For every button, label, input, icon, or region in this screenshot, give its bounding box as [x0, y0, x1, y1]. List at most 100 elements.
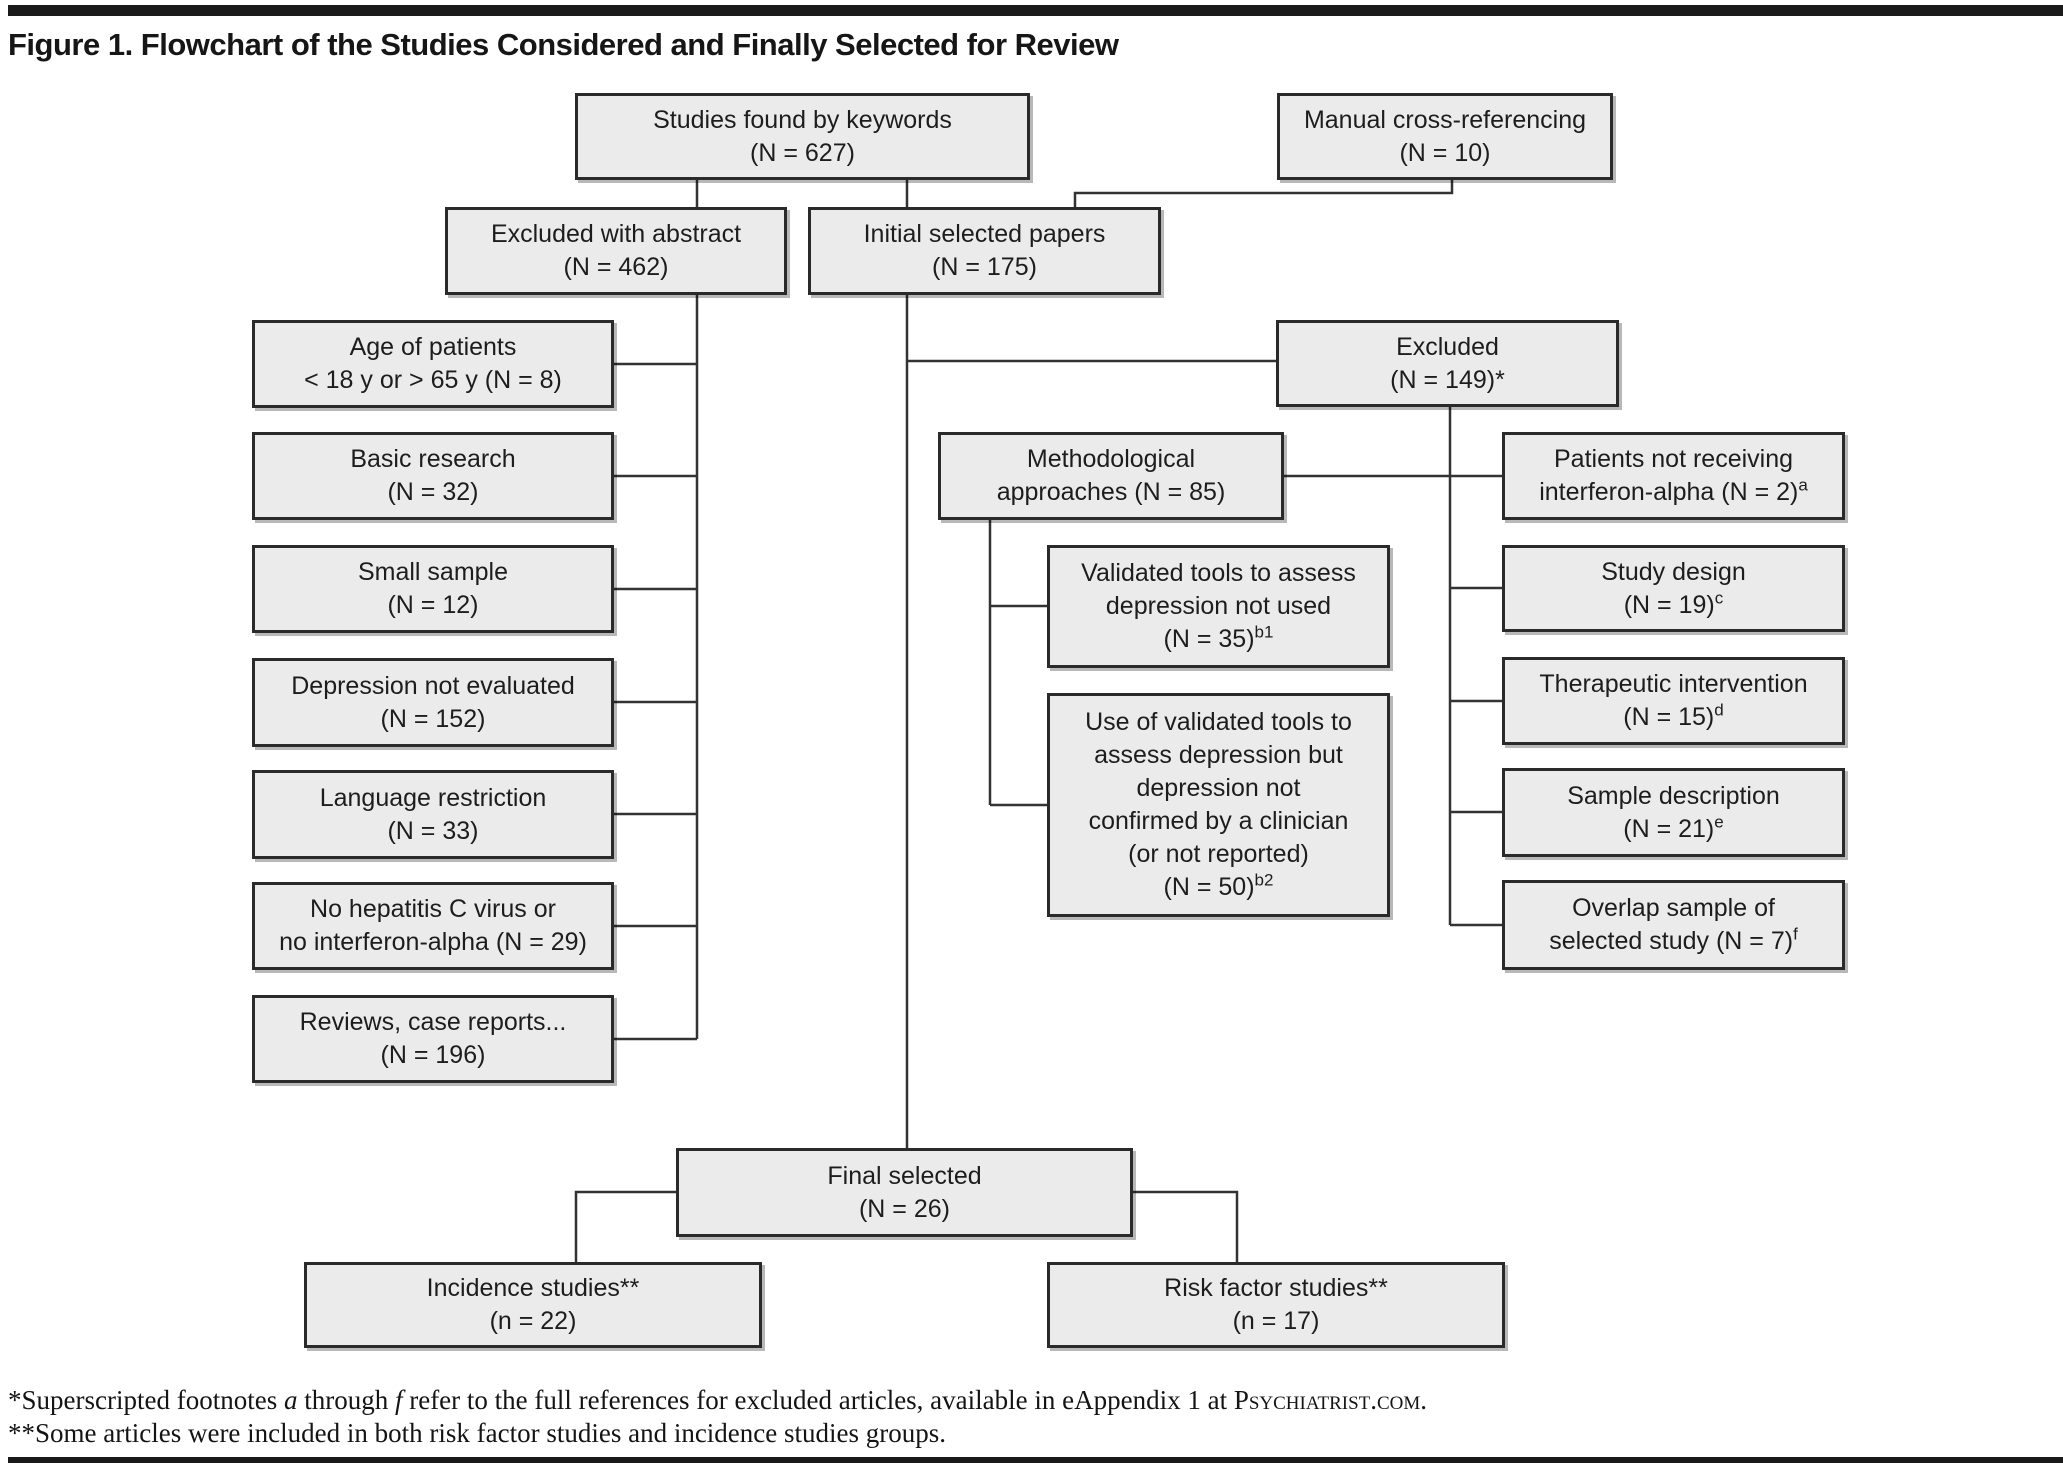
- flow-box-line: Methodological: [1027, 443, 1195, 476]
- flow-box-line: Excluded with abstract: [491, 218, 741, 251]
- flow-box-language-restriction: Language restriction(N = 33): [252, 770, 614, 859]
- flow-box-reviews-case-reports: Reviews, case reports...(N = 196): [252, 995, 614, 1083]
- flow-box-line: selected study (N = 7)f: [1549, 925, 1798, 958]
- flow-box-text: selected study (N = 7): [1549, 927, 1794, 955]
- flow-box-text: (N = 627): [750, 138, 855, 167]
- flow-box-text: Use of validated tools to: [1085, 708, 1352, 736]
- footnote-marker-superscript: b1: [1254, 622, 1274, 642]
- flow-box-text: Study design: [1601, 557, 1746, 586]
- flow-box-line: Studies found by keywords: [653, 104, 952, 137]
- flow-box-text: (N = 462): [563, 253, 669, 281]
- flow-box-line: (n = 17): [1233, 1305, 1320, 1338]
- flow-box-text: depression not: [1136, 774, 1301, 802]
- footnote-segment: a: [283, 1385, 298, 1415]
- connector: [1133, 1190, 1239, 1262]
- flow-box-text: Validated tools to assess: [1081, 559, 1356, 587]
- flow-box-initial-selected-papers: Initial selected papers(N = 175): [808, 207, 1161, 295]
- flow-box-text: (N = 21): [1623, 814, 1715, 843]
- footnote-segment: refer to the full references for exclude…: [402, 1385, 1234, 1415]
- flow-box-text: assess depression but: [1094, 741, 1343, 769]
- footnote-marker-superscript: e: [1714, 812, 1724, 832]
- flow-box-text: (N = 35): [1163, 625, 1255, 653]
- connector: [574, 1190, 676, 1262]
- flow-box-overlap-sample: Overlap sample of selected study (N = 7)f: [1502, 880, 1845, 970]
- flow-box-line: Initial selected papers: [864, 218, 1106, 251]
- flow-box-text: Overlap sample of: [1572, 894, 1775, 922]
- flow-box-line: No hepatitis C virus or: [310, 893, 556, 926]
- flow-box-line: (n = 22): [490, 1305, 577, 1338]
- flow-box-text: interferon-alpha (N = 2): [1539, 478, 1799, 506]
- flow-box-line: Depression not evaluated: [291, 670, 575, 703]
- flow-box-line: approaches (N = 85): [997, 476, 1226, 509]
- flow-box-text: (N = 26): [858, 1194, 950, 1223]
- flow-box-line: Incidence studies**: [427, 1272, 640, 1305]
- flow-box-text: (N = 32): [387, 478, 479, 506]
- flow-box-line: (N = 26): [859, 1193, 950, 1226]
- footnote-segment: *Superscripted footnotes: [8, 1385, 284, 1415]
- flow-box-text: Sample description: [1567, 781, 1780, 810]
- footnote-2: **Some articles were included in both ri…: [8, 1418, 947, 1448]
- flow-box-line: (N = 175): [932, 251, 1037, 284]
- flow-box-text: Incidence studies**: [426, 1274, 640, 1302]
- connector-group: [574, 180, 1502, 1262]
- footnote-1: *Superscripted footnotes a through f ref…: [8, 1384, 1427, 1417]
- flow-box-line: (N = 627): [750, 137, 855, 170]
- flow-box-text: (or not reported): [1128, 840, 1309, 868]
- flow-box-text: confirmed by a clinician: [1088, 807, 1349, 835]
- flow-box-text: (N = 50): [1163, 873, 1255, 901]
- footnote-segment: Psychiatrist.com: [1233, 1385, 1421, 1415]
- flow-box-line: (N = 33): [387, 815, 478, 848]
- flow-box-line: Study design: [1601, 556, 1746, 589]
- flow-box-text: (N = 12): [387, 591, 479, 619]
- footnotes: *Superscripted footnotes a through f ref…: [8, 1384, 1427, 1450]
- flow-box-use-of-validated-tools: Use of validated tools to assess depressi…: [1047, 693, 1390, 917]
- flow-box-text: (N = 149)*: [1390, 365, 1505, 394]
- flow-box-line: Small sample: [358, 556, 508, 589]
- flow-box-line: (N = 10): [1399, 137, 1490, 170]
- flow-box-small-sample: Small sample(N = 12): [252, 545, 614, 633]
- flow-box-text: Excluded with abstract: [490, 220, 742, 248]
- flow-box-line: (N = 12): [387, 589, 478, 622]
- bottom-rule: [8, 1457, 2063, 1463]
- flow-box-line: depression not: [1136, 772, 1300, 805]
- flow-box-text: (n = 22): [489, 1307, 577, 1335]
- flow-box-depression-not-evaluated: Depression not evaluated (N = 152): [252, 658, 614, 747]
- footnote-segment: f: [394, 1385, 403, 1415]
- flow-box-text: Depression not evaluated: [291, 671, 575, 700]
- flow-box-text: approaches (N = 85): [996, 478, 1226, 506]
- flow-box-line: Risk factor studies**: [1164, 1272, 1388, 1305]
- flow-box-manual-cross-referencing: Manual cross-referencing(N = 10): [1277, 93, 1613, 180]
- flow-box-line: no interferon-alpha (N = 29): [279, 926, 587, 959]
- flow-box-line: (N = 152): [381, 703, 486, 736]
- flow-box-age-of-patients: Age of patients< 18 y or > 65 y (N = 8): [252, 320, 614, 408]
- flow-box-line: Validated tools to assess: [1081, 557, 1356, 590]
- flow-box-text: (N = 15): [1623, 703, 1715, 731]
- flow-box-line: (N = 196): [381, 1039, 486, 1072]
- flow-box-line: Age of patients: [350, 331, 517, 364]
- flow-box-line: (N = 149)*: [1390, 364, 1505, 397]
- connector: [1073, 180, 1454, 207]
- flow-box-line: Language restriction: [320, 782, 547, 815]
- flow-box-line: (N = 32): [387, 476, 478, 509]
- flow-box-sample-description: Sample description (N = 21)e: [1502, 768, 1845, 857]
- footnote-marker-superscript: a: [1798, 475, 1808, 495]
- flow-box-line: (N = 21)e: [1623, 813, 1723, 846]
- flow-box-text: Excluded: [1396, 332, 1499, 361]
- flow-box-text: (N = 152): [380, 704, 486, 733]
- flow-box-text: no interferon-alpha (N = 29): [279, 928, 587, 956]
- flow-box-risk-factor-studies: Risk factor studies**(n = 17): [1047, 1262, 1505, 1348]
- flow-box-line: confirmed by a clinician: [1089, 805, 1349, 838]
- flow-box-validated-tools-not-used: Validated tools to assess depression not …: [1047, 545, 1390, 668]
- flow-box-study-design: Study design(N = 19)c: [1502, 545, 1845, 632]
- flow-box-text: < 18 y or > 65 y (N = 8): [304, 366, 562, 394]
- footnote-segment: .: [1420, 1385, 1428, 1415]
- flow-box-line: (N = 50)b2: [1164, 871, 1274, 904]
- flow-box-line: (N = 462): [564, 251, 669, 284]
- flow-box-line: (or not reported): [1128, 838, 1309, 871]
- footnote-marker-superscript: d: [1714, 700, 1724, 720]
- flow-box-text: depression not used: [1105, 592, 1332, 620]
